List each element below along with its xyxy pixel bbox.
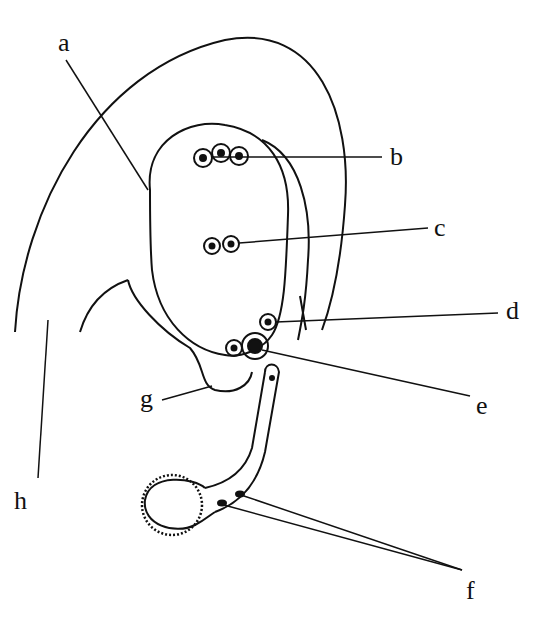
leader-line: [262, 350, 470, 396]
leader-line: [38, 320, 48, 478]
outer-integument: [15, 38, 346, 332]
tube-nucleus: [270, 376, 274, 380]
callout-letter: d: [506, 298, 519, 324]
inner-integument: [128, 280, 252, 391]
inner-integument: [300, 296, 306, 330]
pollen-tube: [215, 365, 279, 513]
callout-letter: e: [476, 393, 488, 419]
pollen-tube: [205, 372, 265, 488]
callout-letter: h: [14, 488, 27, 514]
leader-line: [162, 386, 212, 400]
leader-line: [212, 156, 382, 158]
callout-letter: g: [140, 386, 153, 412]
leader-line: [239, 228, 428, 243]
egg-cell: [242, 333, 268, 359]
antipodal-cells: [194, 144, 248, 167]
leader-line: [244, 496, 462, 570]
funiculus: [80, 280, 128, 332]
callout-letter: a: [58, 30, 70, 56]
embryo-sac: [150, 124, 289, 356]
callout-letter: b: [390, 144, 403, 170]
sperm-cell: [236, 492, 244, 497]
pollen-grain: [145, 480, 215, 529]
callout-letter: c: [434, 215, 446, 241]
leader-line: [66, 60, 148, 190]
leader-line: [224, 505, 462, 570]
polar-nuclei: [204, 236, 239, 254]
callout-letter: f: [466, 578, 475, 604]
leader-line: [276, 313, 498, 322]
